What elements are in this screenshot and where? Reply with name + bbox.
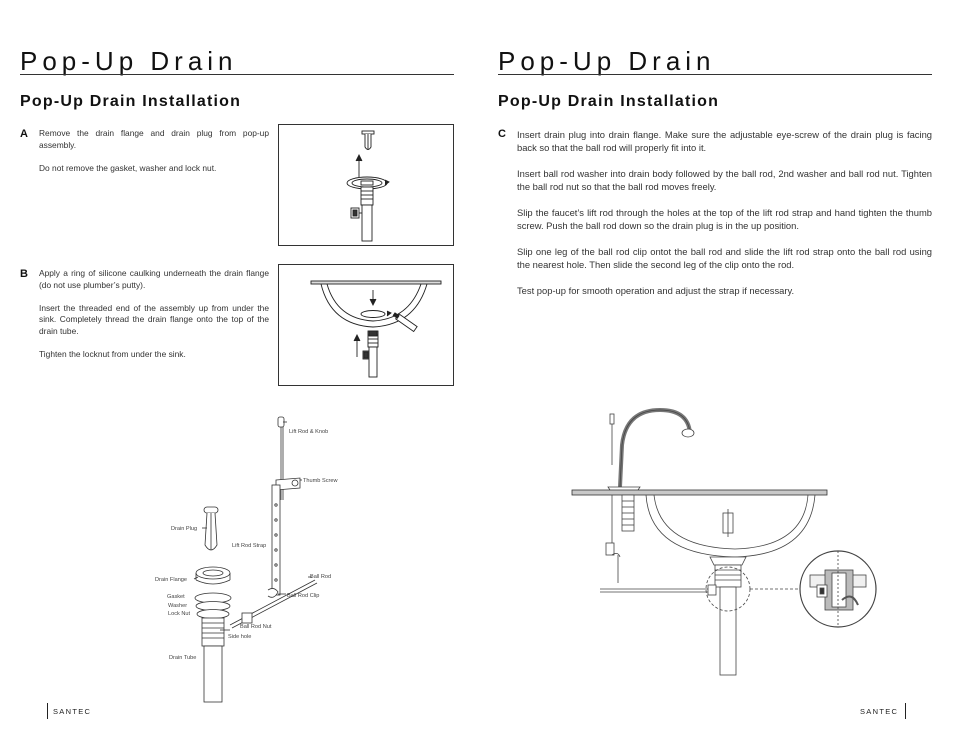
step-a-text: Remove the drain flange and drain plug f… [39,128,269,186]
right-page-title: Pop-Up Drain [498,46,716,76]
label-side-hole: Side hole [228,634,251,640]
step-a-letter: A [20,128,28,140]
step-a-drain-diagram [346,130,390,242]
step-b-illustration [278,264,454,386]
label-ball-rod-nut: Ball Rod Nut [240,624,272,630]
label-ball-rod: Ball Rod [310,574,331,580]
label-drain-flange: Drain Flange [155,577,187,583]
step-b-letter: B [20,268,28,280]
step-c-paragraph: Slip one leg of the ball rod clip ontot … [517,246,932,270]
label-drain-plug: Drain Plug [171,526,197,532]
left-title-rule [20,74,454,75]
step-b-sink-diagram [310,280,442,378]
label-ball-rod-clip: Ball Rod Clip [287,593,319,599]
step-c-paragraph: Slip the faucet’s lift rod through the h… [517,207,932,231]
step-a-paragraph: Remove the drain flange and drain plug f… [39,128,269,150]
left-page-title: Pop-Up Drain [20,46,238,76]
exploded-assembly-diagram: Lift Rod & Knob Thumb Screw Drain Plug L… [155,416,338,703]
step-b-paragraph: Apply a ring of silicone caulking undern… [39,268,269,290]
step-c-letter: C [498,128,506,140]
step-b-paragraph: Insert the threaded end of the assembly … [39,302,269,336]
step-c-paragraph: Test pop-up for smooth operation and adj… [517,285,795,296]
label-gasket: Gasket [167,594,185,600]
label-washer: Washer [168,603,187,609]
right-footer-bar [905,703,906,719]
step-b-text: Apply a ring of silicone caulking undern… [39,268,269,372]
left-section-subtitle: Pop-Up Drain Installation [20,93,242,110]
label-drain-tube: Drain Tube [169,655,196,661]
step-b-paragraph: Tighten the locknut from under the sink. [39,349,186,360]
step-c-paragraph: Insert ball rod washer into drain body f… [517,168,932,192]
label-lift-rod-strap: Lift Rod Strap [232,543,266,549]
left-footer-brand: SANTEC [53,707,92,716]
right-title-rule [498,74,932,75]
left-footer-bar [47,703,48,719]
right-section-subtitle: Pop-Up Drain Installation [498,93,720,110]
step-a-illustration [278,124,454,246]
right-footer-brand: SANTEC [860,707,899,716]
label-lift-rod-knob: Lift Rod & Knob [289,429,328,435]
step-c-text: Insert drain plug into drain flange. Mak… [517,128,932,310]
label-lock-nut: Lock Nut [168,611,191,617]
step-a-paragraph: Do not remove the gasket, washer and loc… [39,162,217,173]
step-c-paragraph: Insert drain plug into drain flange. Mak… [517,129,932,153]
installed-assembly-diagram [571,407,877,676]
label-thumb-screw: Thumb Screw [303,478,338,484]
